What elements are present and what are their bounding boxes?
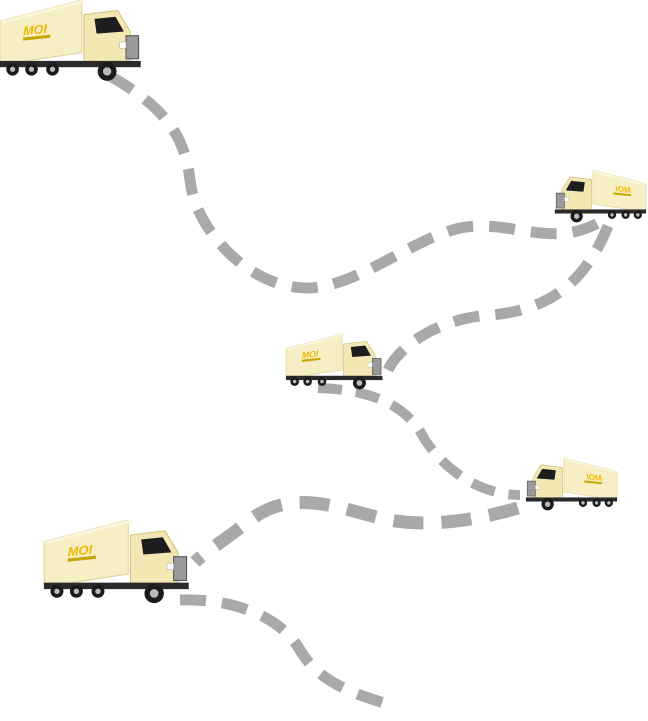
route-segment-3: [317, 383, 521, 500]
truck-center: [285, 333, 383, 390]
route-segment-5: [179, 594, 392, 711]
route-segment-2: [383, 223, 614, 373]
route-lines: [107, 71, 614, 711]
truck-bottom-left: [43, 519, 190, 604]
route-segment-1: [107, 71, 603, 294]
truck-right-lower: [525, 457, 618, 511]
truck-top-left: [0, 0, 142, 82]
route-segment-4: [190, 496, 520, 567]
truck-right-upper: [554, 169, 647, 223]
